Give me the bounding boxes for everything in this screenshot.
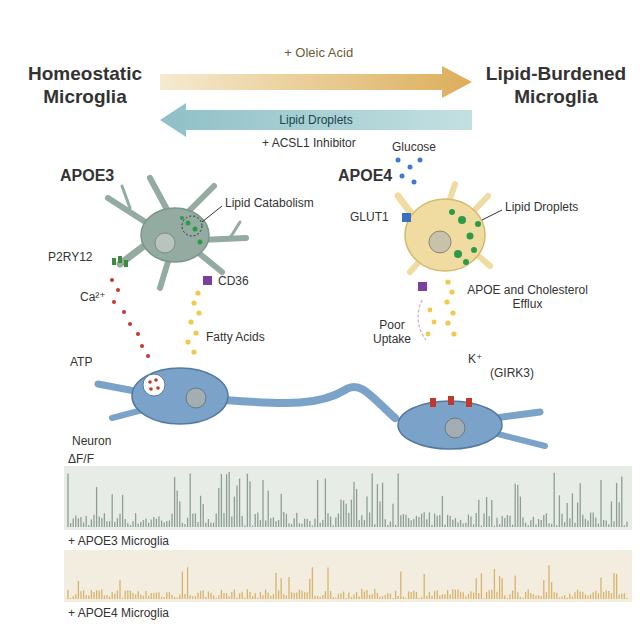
neuron-soma [398,401,502,449]
fatty-acid-dots [185,290,201,354]
nucleus [155,233,175,253]
label: Neuron [72,434,111,448]
label: Lipid Droplets [505,200,578,214]
microglia-processes [398,184,490,272]
label: Poor Uptake [368,318,416,346]
block-arrow [160,66,472,98]
calcium-trace [68,472,627,527]
label: ΔF/F [68,452,94,466]
label: CD36 [218,274,249,288]
state-text: Lipid-Burdened Microglia [478,62,634,108]
label: + APOE3 Microglia [68,534,169,548]
label: + ACSL1 Inhibitor [262,136,356,150]
leader-line [202,206,222,222]
glut1-transporter [402,213,411,222]
axon [225,387,395,418]
cd36-receptor [418,282,427,291]
lipid-droplets [180,216,203,245]
calcium-dots [110,278,150,358]
state-label: Homeostatic Microglia [16,62,154,108]
label: + APOE4 Microglia [68,606,169,620]
nucleus [445,418,465,438]
atp-dots [148,378,160,391]
fatty-acid-dots [426,279,457,336]
glucose-dots [396,158,423,185]
label: APOE3 [60,166,114,185]
label: GLUT1 [350,210,389,224]
p2ry12-receptor [112,256,128,267]
label: ATP [70,355,92,369]
state-text: Homeostatic Microglia [16,62,154,108]
trace-band [64,466,632,530]
arrow-label: + Oleic Acid [284,46,353,60]
microglia-cell [405,199,485,271]
block-arrow [160,103,472,137]
cd36-receptor [203,276,212,285]
microglia-cell [141,208,209,262]
girk3-channel [430,396,472,407]
calcium-trace [68,565,627,599]
state-label: Lipid-Burdened Microglia [478,62,634,108]
label: APOE and Cholesterol Efflux [465,283,590,311]
label: Glucose [392,140,436,154]
leader-line [482,210,502,220]
label: (GIRK3) [490,366,534,380]
label: P2RY12 [48,250,92,264]
microglia-processes [108,178,246,288]
label: APOE4 [338,166,392,185]
lipid-droplets [449,209,481,265]
label: K⁺ [468,352,482,366]
atp-vesicle [143,374,165,396]
nucleus [186,388,206,408]
catabolism-circle [182,216,202,236]
label: Ca²⁺ [80,290,106,304]
arrow-label: Lipid Droplets [279,113,352,127]
label: Fatty Acids [206,330,265,344]
uptake-arrow [418,300,426,340]
label: Lipid Catabolism [225,196,314,210]
nucleus [429,231,451,253]
neuron-soma [132,368,228,424]
trace-band [64,550,632,602]
